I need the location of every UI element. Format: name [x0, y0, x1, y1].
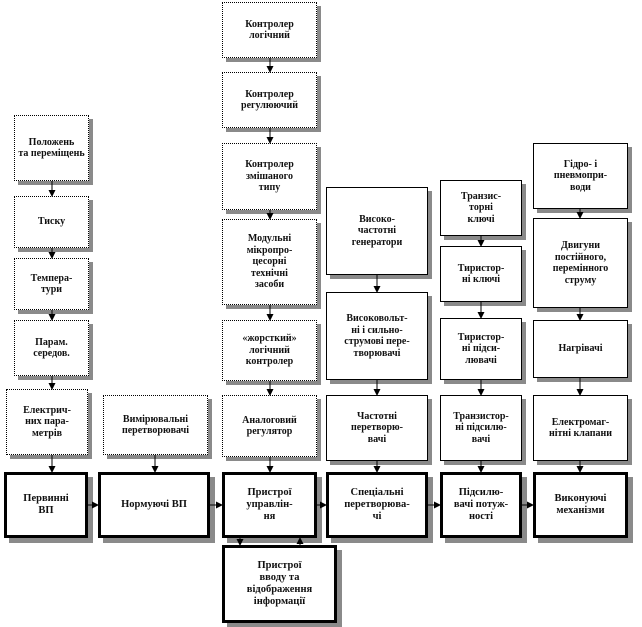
box-mixed-controller: Контролер змішаного типу	[222, 143, 317, 210]
box-electromagnetic-valves: Електромаг- нітні клапани	[533, 395, 628, 461]
box-special-converters: Спеціальні перетворюва- чі	[326, 472, 428, 538]
box-temperature: Темпера- тури	[14, 258, 89, 310]
box-power-amplifiers: Підсилю- вачі потуж- ності	[440, 472, 522, 538]
box-primary-vp: Первинні ВП	[4, 472, 88, 538]
box-analog-regulator: Аналоговий регулятор	[222, 395, 317, 457]
box-heaters: Нагрівачі	[533, 320, 628, 378]
box-reg-controller: Контролер регулюючий	[222, 72, 317, 128]
box-control-devices: Пристрої управлін- ня	[222, 472, 317, 538]
box-position-movement: Положень та переміщень	[14, 115, 89, 181]
box-actuators: Виконуючі механізми	[533, 472, 628, 538]
box-electric-params: Електрич- них пара- метрів	[6, 389, 88, 455]
box-normalizing-vp: Нормуючі ВП	[98, 472, 210, 538]
box-thyristor-keys: Тиристор- ні ключі	[440, 246, 522, 302]
box-media-params: Парам. середов.	[14, 320, 89, 376]
box-measuring-converters: Вимірювальні перетворювачі	[103, 395, 208, 455]
box-fast-logic-controller: «жорсткий» логічний контролер	[222, 320, 317, 381]
box-logic-controller: Контролер логічний	[222, 2, 317, 58]
box-micro-tools: Модульні мікропро- цесорні технічні засо…	[222, 219, 317, 305]
box-motors: Двигуни постійного, перемінного струму	[533, 218, 628, 308]
box-pressure: Тиску	[14, 196, 89, 248]
box-thyristor-amplifiers: Тиристор- ні підси- лювачі	[440, 318, 522, 380]
box-io-devices: Пристрої вводу та відображення інформаці…	[222, 545, 337, 623]
box-transistor-amplifiers: Транзистор- ні підсилю- вачі	[440, 395, 522, 461]
box-hv-converters: Високовольт- ні і сильно- струмові пере-…	[326, 292, 428, 380]
box-hydro-pneumo-drives: Гідро- і пневмопри- води	[533, 143, 628, 209]
box-transistor-keys: Транзис- торні ключі	[440, 180, 522, 236]
box-frequency-converters: Частотні перетворю- вачі	[326, 395, 428, 461]
box-hf-generators: Високо- частотні генератори	[326, 187, 428, 275]
